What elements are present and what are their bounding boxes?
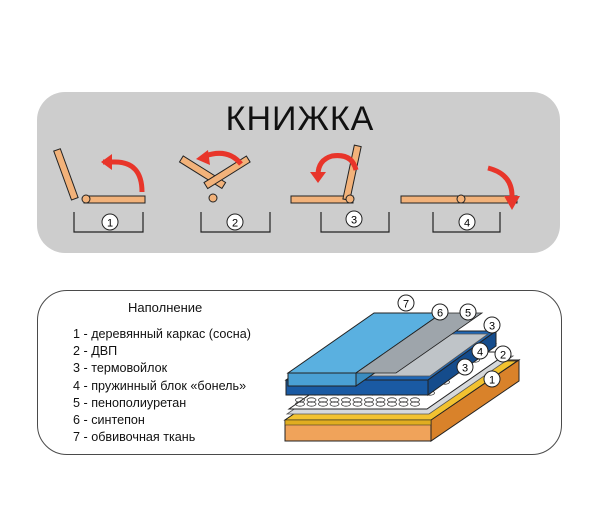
rotate-arrow-icon xyxy=(103,159,145,193)
spring-coil xyxy=(329,397,340,403)
callout-2: 2 xyxy=(500,350,506,362)
spring-coil xyxy=(352,397,363,403)
step-badge xyxy=(345,210,363,228)
step-2: 2 xyxy=(178,150,271,233)
spring-coil xyxy=(410,397,420,403)
spring-coil xyxy=(341,401,351,407)
spring-coil xyxy=(318,397,328,403)
rotate-arrow-icon xyxy=(204,150,243,166)
callout-badge xyxy=(483,370,501,388)
filling-heading: Наполнение xyxy=(128,300,203,315)
callout-6: 6 xyxy=(437,308,443,320)
rotate-arrow-icon xyxy=(315,153,359,176)
sofa-base-outline xyxy=(432,212,501,233)
layer-callouts: 7 6 5 3 4 2 3 1 xyxy=(397,294,512,388)
callout-4: 4 xyxy=(477,347,483,359)
spring-coil xyxy=(364,397,374,403)
hinge-icon xyxy=(345,194,355,204)
spring-coil xyxy=(341,397,351,403)
legend-item: 4 - пружинный блок «бонель» xyxy=(73,378,247,393)
sofa-base-outline xyxy=(200,212,271,233)
rotate-arrow-icon xyxy=(487,165,515,197)
callout-badge xyxy=(431,303,449,321)
callout-badge xyxy=(456,358,474,376)
spring-coil xyxy=(318,401,328,407)
callout-1: 1 xyxy=(489,375,495,387)
spring-coil xyxy=(306,401,317,407)
spring-coil xyxy=(387,397,397,403)
spring-coil xyxy=(295,401,305,407)
spring-coil xyxy=(387,401,397,407)
arrow-head-icon xyxy=(310,172,326,183)
spring-coil xyxy=(364,401,374,407)
step-badge xyxy=(101,213,119,231)
callout-5: 5 xyxy=(465,308,471,320)
legend-item: 6 - синтепон xyxy=(73,413,145,428)
callout-7: 7 xyxy=(403,299,409,311)
step-number: 4 xyxy=(464,218,470,230)
step-4: 4 xyxy=(400,165,520,233)
layer-fiberboard-edge xyxy=(284,419,432,426)
callout-badge xyxy=(397,294,415,312)
callout-badge xyxy=(459,303,477,321)
seat-board xyxy=(83,195,146,204)
step-number: 1 xyxy=(107,218,113,230)
step-badge xyxy=(458,213,476,231)
spring-coil xyxy=(410,401,420,407)
arrow-head-icon xyxy=(504,196,520,210)
spring-coil xyxy=(375,397,386,403)
step-badge xyxy=(226,213,244,231)
layer-fabric-front xyxy=(287,372,357,387)
diagram-title: КНИЖКА xyxy=(225,100,375,138)
legend-item: 7 - обвивочная ткань xyxy=(73,430,196,445)
spring-coil xyxy=(329,401,340,407)
back-board xyxy=(342,144,362,201)
back-board xyxy=(53,148,79,201)
legend-item: 5 - пенополиуретан xyxy=(73,395,187,410)
spring-coil xyxy=(375,401,386,407)
legend-item: 2 - ДВП xyxy=(73,344,118,359)
seat-board xyxy=(400,195,462,204)
step-number: 3 xyxy=(351,215,357,227)
sofa-base-outline xyxy=(73,212,144,233)
hinge-icon xyxy=(456,194,466,204)
spring-coil xyxy=(295,397,305,403)
step-number: 2 xyxy=(232,218,238,230)
arrow-head-icon xyxy=(101,154,112,170)
spring-coil xyxy=(352,401,363,407)
spring-coil xyxy=(398,401,409,407)
layer-padding-strip xyxy=(354,312,484,374)
seat-board xyxy=(203,155,251,190)
spring-coil xyxy=(398,397,409,403)
step-3: 3 xyxy=(290,144,390,233)
callout-badge xyxy=(471,342,489,360)
callout-3-upper: 3 xyxy=(489,321,495,333)
spring-coil xyxy=(306,397,317,403)
filling-legend: 1 - деревянный каркас (сосна) 2 - ДВП 3 … xyxy=(73,326,251,446)
legend-item: 3 - термовойлок xyxy=(73,361,168,376)
arrow-head-icon xyxy=(196,150,210,165)
step-1: 1 xyxy=(53,148,146,233)
callout-3-lower: 3 xyxy=(462,363,468,375)
legend-item: 1 - деревянный каркас (сосна) xyxy=(73,327,251,341)
hinge-icon xyxy=(208,193,218,203)
callout-badge xyxy=(483,316,501,334)
callout-badge xyxy=(494,345,512,363)
hinge-icon xyxy=(81,194,91,204)
sofa-base-outline xyxy=(320,212,390,233)
